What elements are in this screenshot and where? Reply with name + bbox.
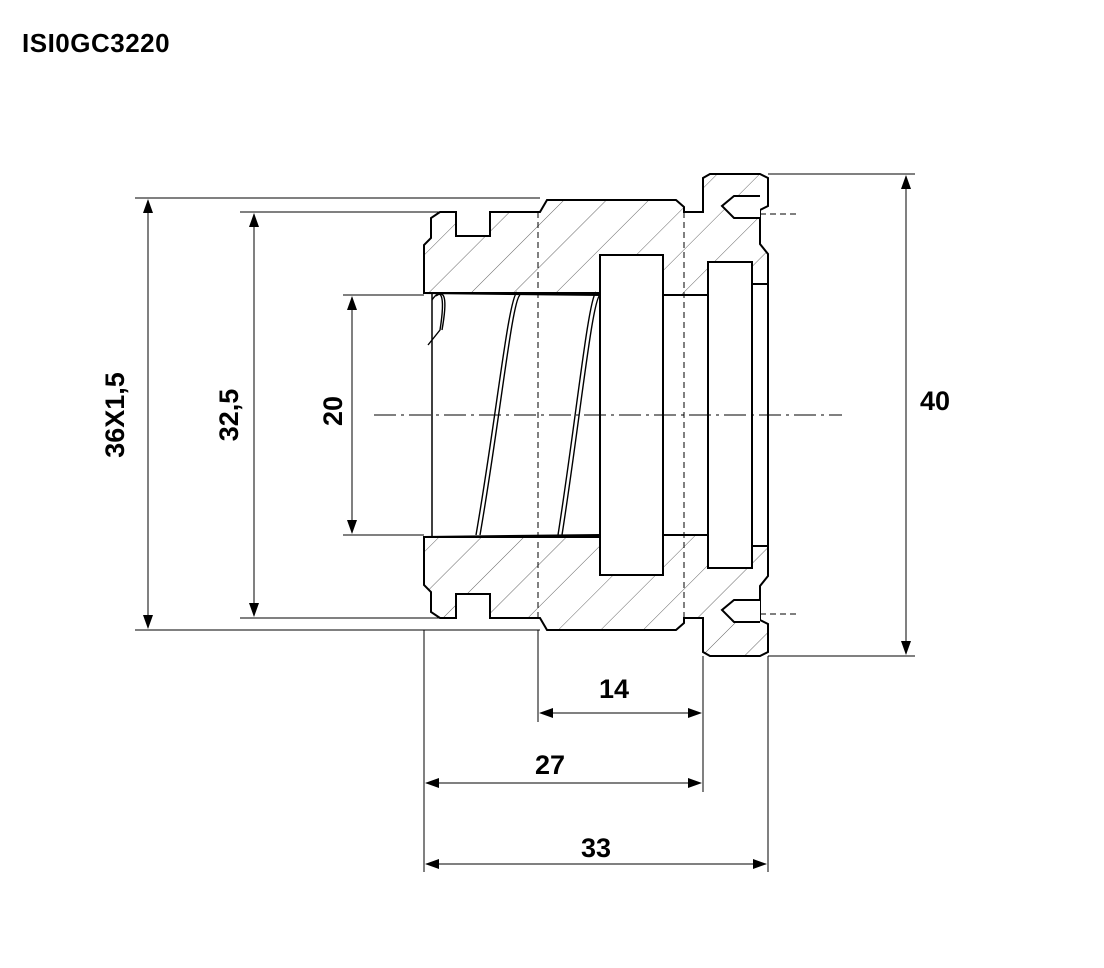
dim-thread-label: 36X1,5 [100,372,130,458]
dim-outer-diameter-label: 32,5 [214,389,244,442]
pin-top [720,195,760,219]
dim-flange-diameter-label: 40 [920,386,950,416]
dim-length-14-label: 14 [599,674,629,704]
dim-length-33-label: 33 [581,833,611,863]
drawing-title: ISI0GC3220 [22,28,171,58]
spring-helix [427,291,601,536]
pin-bottom [720,599,760,623]
fitting-body [423,173,769,657]
dimension-lines [135,173,915,872]
dim-length-27-label: 27 [535,750,565,780]
dim-bore-diameter-label: 20 [318,396,348,426]
